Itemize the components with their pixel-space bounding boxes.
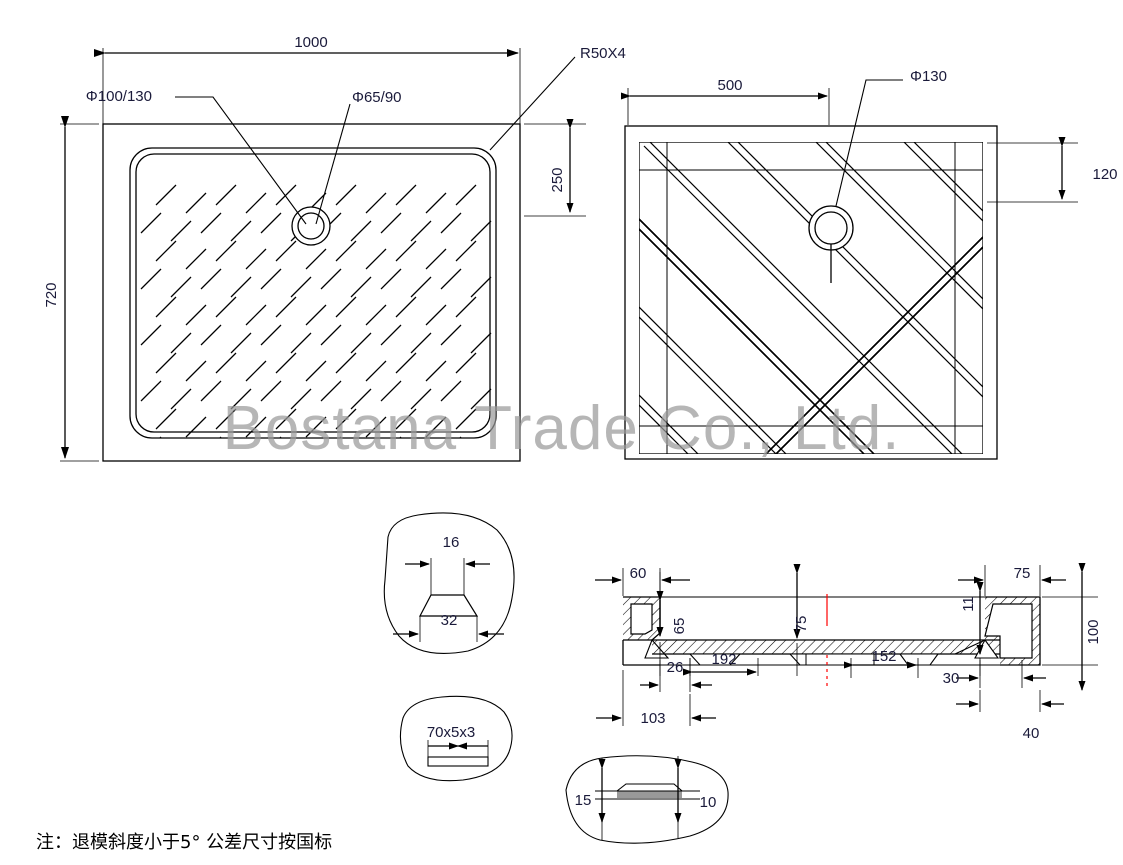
dim-label-16: 16 [443,534,460,551]
dim-label-30: 30 [943,670,960,687]
leader-phi100-130 [175,96,307,225]
dim-label-65: 65 [671,618,688,635]
callout-label-phi100-130: Φ100/130 [86,88,152,105]
dim-label-32: 32 [441,612,458,629]
dim-192 [683,658,759,676]
dim-height-720 [60,116,99,462]
dim-label-15: 15 [575,792,592,809]
dim-40 [956,690,1064,712]
dim-label-720: 720 [43,282,60,307]
dim-label-40: 40 [1023,725,1040,742]
drain-hole-bottom [808,205,854,283]
dim-30 [956,660,1046,688]
callout-label-phi130: Φ130 [910,68,947,85]
bottom-plan-view [621,79,1078,460]
leader-r50x4 [489,56,576,151]
dim-label-100: 100 [1085,619,1102,644]
dim-label-192: 192 [711,651,736,668]
dim-label-11: 11 [960,596,977,612]
detail-pad [399,695,513,782]
rib-lattice [639,142,983,454]
dim-edge-120 [987,137,1078,203]
callout-label-r50x4: R50X4 [580,45,626,62]
dim-152 [844,658,919,678]
dim-label-70x5x3: 70x5x3 [427,724,475,741]
dim-label-26: 26 [667,659,684,676]
dim-width-1000 [94,48,521,128]
dim-label-1000: 1000 [294,34,327,51]
dim-label-152: 152 [871,648,896,665]
callout-label-phi65-90: Φ65/90 [352,89,402,106]
detail-lip [565,755,729,844]
antislip-pattern [140,184,492,438]
dim-offset-250 [524,119,586,217]
dim-75-right [958,565,1066,596]
cross-section-view [595,563,1098,726]
dim-half-width-500 [621,88,830,125]
drawing-note: 注：退模斜度小于5° 公差尺寸按国标 [36,832,333,853]
dim-label-75-right: 75 [1014,565,1031,582]
leader-phi65-90 [315,103,351,225]
top-plan-view [60,48,586,462]
dim-label-75-mid: 75 [793,616,810,633]
dim-label-103: 103 [640,710,665,727]
dim-label-500: 500 [717,77,742,94]
dim-103 [596,670,716,726]
dim-label-250: 250 [549,167,566,192]
dim-label-120: 120 [1092,166,1117,183]
dim-label-10: 10 [700,794,717,811]
leader-phi130 [835,79,903,207]
dim-label-60: 60 [630,565,647,582]
dim-100 [1042,563,1098,691]
detail-rib-profile [383,512,515,654]
